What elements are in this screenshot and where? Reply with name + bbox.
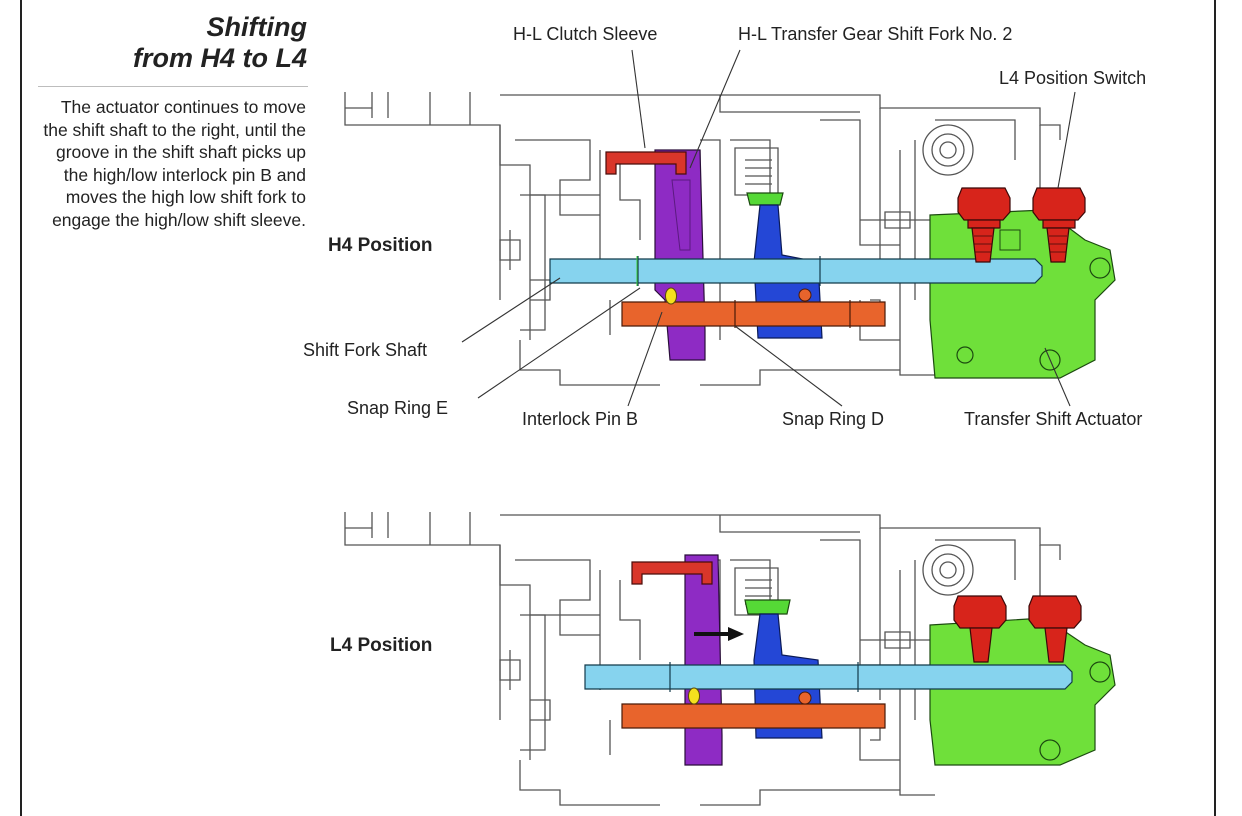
callout-snap-ring-e: Snap Ring E <box>347 398 449 418</box>
h4-components <box>549 149 1116 379</box>
callout-clutch-sleeve: H-L Clutch Sleeve <box>513 24 658 44</box>
callout-shift-fork: H-L Transfer Gear Shift Fork No. 2 <box>738 24 1013 44</box>
l4-position-view <box>344 511 1116 806</box>
title-line-1: Shifting <box>206 12 307 42</box>
title-line-2: from H4 to L4 <box>132 43 307 73</box>
page-frame-left <box>20 0 22 816</box>
callout-l4-position-switch: L4 Position Switch <box>999 68 1147 88</box>
callout-shift-fork-shaft: Shift Fork Shaft <box>303 340 428 360</box>
page-frame-right <box>1214 0 1216 816</box>
title-divider <box>38 86 308 87</box>
page-title: Shifting from H4 to L4 <box>133 12 307 74</box>
description-text: The actuator continues to move the shift… <box>43 97 306 230</box>
h4-position-view <box>344 91 1116 386</box>
l4-position-label: L4 Position <box>330 635 433 656</box>
callout-transfer-shift-actuator: Transfer Shift Actuator <box>964 409 1143 429</box>
callout-leader-lines <box>461 49 1076 407</box>
callout-interlock-pin-b: Interlock Pin B <box>522 409 639 429</box>
callout-snap-ring-d: Snap Ring D <box>782 409 885 429</box>
h4-position-label: H4 Position <box>328 235 433 256</box>
